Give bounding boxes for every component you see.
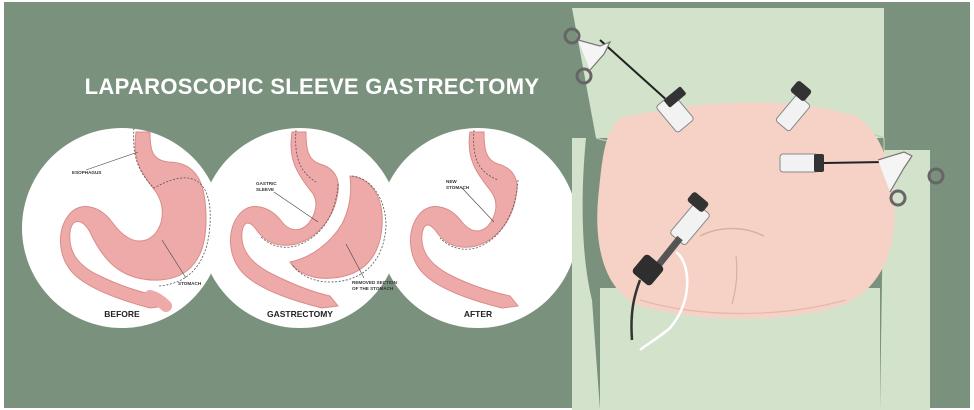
caption-after: AFTER	[464, 309, 492, 319]
label-sleeve: SLEEVE	[256, 187, 274, 192]
label-new: NEW	[446, 179, 457, 184]
trocar-port-right	[779, 151, 945, 207]
label-esophagus: ESOPHAGUS	[72, 170, 101, 175]
before-stomach: ESOPHAGUS STOMACH	[59, 127, 211, 312]
caption-before: BEFORE	[104, 309, 140, 319]
trocar-port-camera	[630, 192, 710, 351]
label-new-stomach: STOMACH	[446, 185, 470, 190]
label-stomach: STOMACH	[178, 281, 202, 286]
abdomen	[597, 102, 895, 319]
label-gastric: GASTRIC	[256, 181, 277, 186]
trocar-port-top-right	[775, 81, 812, 132]
after-stomach: NEW STOMACH	[409, 129, 519, 309]
diagram-title: LAPAROSCOPIC SLEEVE GASTRECTOMY	[84, 74, 540, 99]
trocar-port-top-left	[563, 27, 694, 133]
label-of-the-stomach: OF THE STOMACH	[352, 286, 394, 291]
gastrectomy-stomach: GASTRIC SLEEVE REMOVED SECTION OF THE ST…	[229, 129, 398, 309]
label-removed-section: REMOVED SECTION	[352, 280, 398, 285]
caption-gastrectomy: GASTRECTOMY	[267, 309, 333, 319]
